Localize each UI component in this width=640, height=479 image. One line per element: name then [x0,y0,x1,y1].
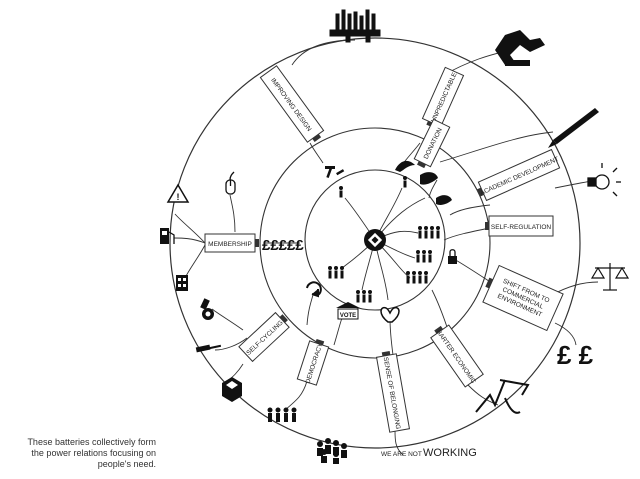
pound-pair: £ £ [557,340,594,370]
person-icon [339,176,407,198]
vote-label: VOTE [340,313,356,319]
power-icon [475,379,530,414]
screwdriver-icon [195,344,222,353]
recycle-icon [306,281,322,298]
scales-icon [590,263,630,291]
light-bulb-icon [587,163,621,197]
warning-icon: ! [166,183,190,203]
svg-text:!: ! [177,192,180,202]
crowd-icon [317,438,347,464]
battery-academic-development: ACADEMIC DEVELOPMENT [477,148,561,202]
battery-self-regulation: SELF-REGULATION [485,215,554,237]
heart-icon [380,306,400,323]
pen-icon [548,108,599,148]
battery-label: MEMBERSHIP [208,241,252,248]
working-prefix: WE ARE NOT [381,451,422,458]
money-symbols: £££££ [262,237,304,254]
caption-line-1: These batteries collectively form [27,437,156,447]
battery-sense-of-belonging: SENSE OF BELONGING [375,350,411,433]
battery-barter-economic: BARTER ECONOMIC [430,324,484,388]
battery-shift-from-commercial: SHIFT FROM TO COMMERCIAL ENVIRONMENT [482,264,564,332]
outer-circle [169,37,581,449]
caption-line-3: people's need. [97,459,156,469]
caption-line-2: the power relations focusing on [31,448,156,458]
hammer-icon [325,166,345,179]
people-group-icon [328,226,440,303]
fuel-pump-icon [160,228,175,244]
drill-icon [200,298,214,320]
ballot-box-icon: VOTE [336,302,360,320]
hand-icon [420,172,452,205]
tools-icon [329,9,381,43]
bird-icon [395,160,415,172]
battery-membership: MEMBERSHIP [204,233,259,253]
people-group-icon [267,407,297,422]
robot-arm-icon [495,30,545,66]
battery-democracy: DEMOCRACY [296,338,330,386]
middle-circle [259,127,491,359]
hub-icon [364,229,386,251]
building-icon [176,275,188,291]
mouse-icon [225,171,236,195]
battery-label: SELF-REGULATION [491,224,552,231]
battery-improving-design: IMPROVING DESIGN [259,65,325,143]
lock-icon [448,249,457,264]
working-word: WORKING [423,447,477,459]
battery-self-cycling: SELF-CYCLING [238,311,290,363]
battery-unpredictable: UNPREDICTABLE [421,66,465,128]
cube-icon [222,377,242,402]
caption: These batteries collectively form the po… [6,437,156,470]
